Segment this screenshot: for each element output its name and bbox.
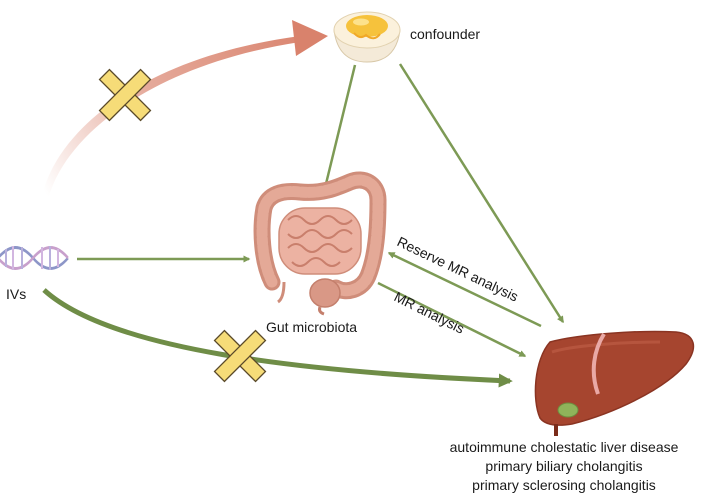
- reverse-mr-label: Reserve MR analysis: [395, 233, 521, 304]
- liver-icon: [534, 330, 695, 436]
- egg-icon: [333, 11, 401, 63]
- ivs-label: IVs: [6, 286, 26, 302]
- mr-arrow: [377, 281, 527, 358]
- mr-label: MR analysis: [392, 288, 467, 336]
- intestine-icon: [253, 171, 387, 316]
- ivs-to-confounder-arrowhead: [292, 20, 328, 56]
- disease-line-3: primary sclerosing cholangitis: [472, 477, 656, 493]
- disease-line-2: primary biliary cholangitis: [485, 458, 642, 474]
- reverse-mr-arrow: [387, 251, 542, 328]
- gut-microbiota-label: Gut microbiota: [266, 319, 357, 335]
- disease-line-1: autoimmune cholestatic liver disease: [450, 439, 679, 455]
- ivs-to-confounder-arrow: [40, 36, 300, 215]
- dna-icon: [0, 246, 69, 270]
- blocked-cross-upper: [98, 68, 152, 122]
- confounder-label: confounder: [410, 26, 480, 42]
- confounder-to-gut-arrow: [321, 64, 357, 194]
- ivs-to-liver-arrow: [42, 288, 513, 388]
- confounder-to-liver-arrow: [398, 63, 565, 324]
- blocked-cross-lower: [213, 329, 267, 383]
